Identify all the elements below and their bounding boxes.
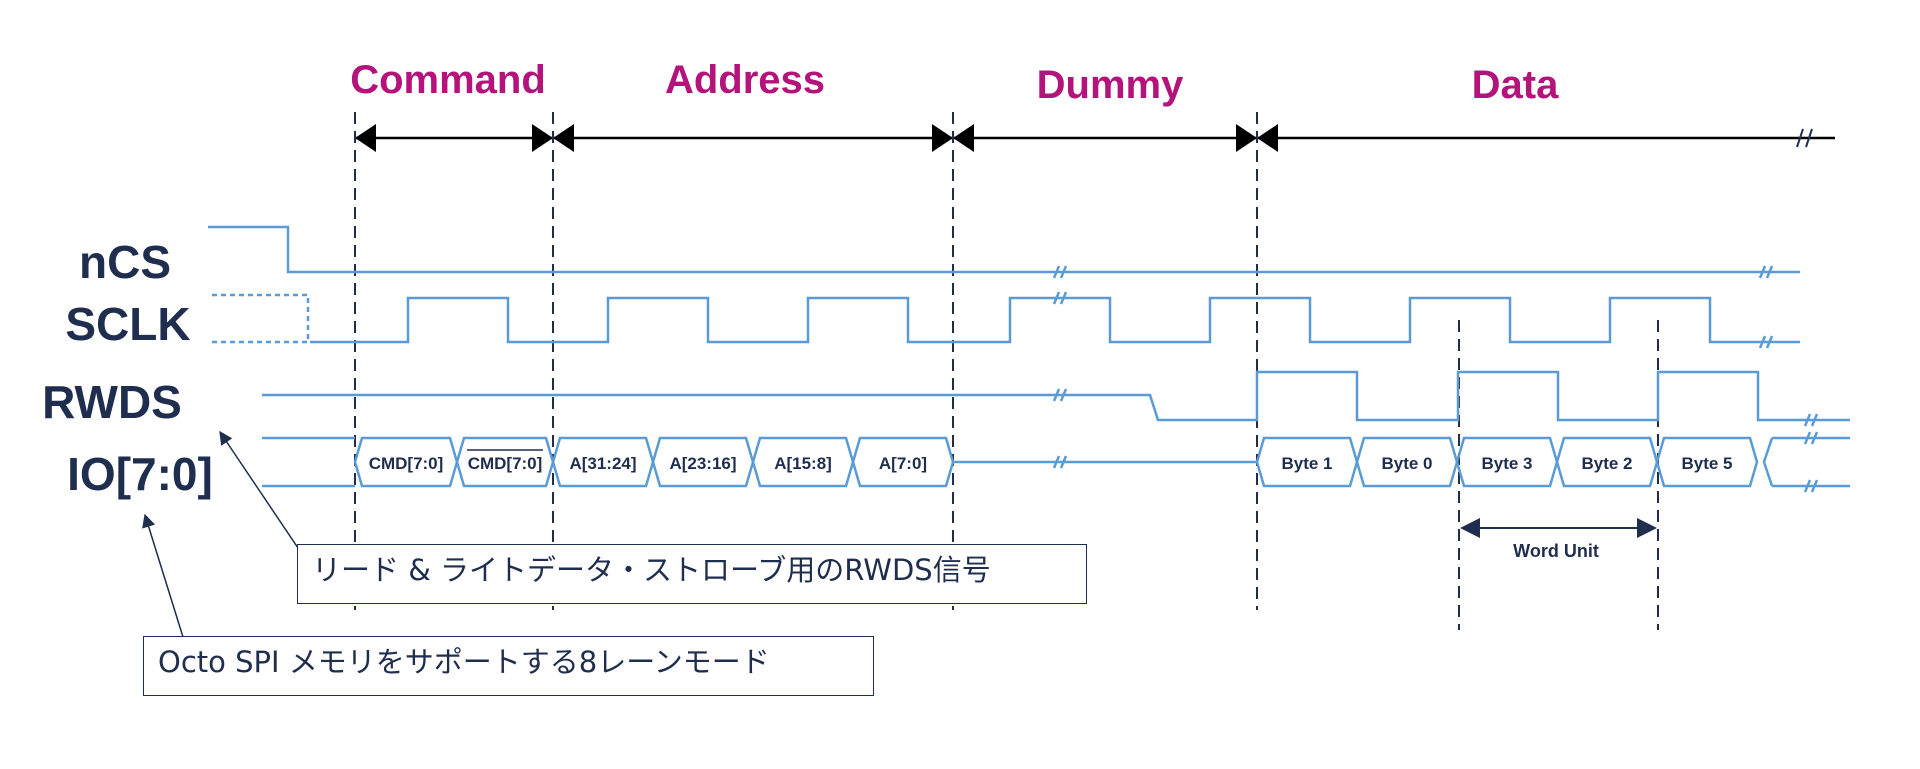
rwds-waveform bbox=[262, 370, 1850, 427]
phase-label-address: Address bbox=[665, 58, 825, 102]
io-address-15-8: A[15:8] bbox=[774, 454, 832, 473]
break-icon bbox=[1796, 128, 1813, 148]
io-cmd-inverted: CMD[7:0] bbox=[468, 454, 543, 473]
sclk-waveform bbox=[212, 291, 1800, 349]
phase-divider-lines bbox=[354, 112, 1659, 630]
io-byte-1: Byte 1 bbox=[1281, 454, 1332, 473]
phase-label-dummy: Dummy bbox=[1037, 63, 1184, 107]
octo-spi-callout-box: Octo SPI メモリをサポートする8レーンモード bbox=[143, 636, 874, 696]
io-byte-0: Byte 0 bbox=[1381, 454, 1432, 473]
io-byte-2: Byte 2 bbox=[1581, 454, 1632, 473]
signal-label-rwds: RWDS bbox=[42, 376, 182, 428]
io-byte-5: Byte 5 bbox=[1681, 454, 1732, 473]
signal-label-sclk: SCLK bbox=[65, 298, 190, 350]
io-address-23-16: A[23:16] bbox=[669, 454, 736, 473]
io-cmd: CMD[7:0] bbox=[369, 454, 444, 473]
io-byte-3: Byte 3 bbox=[1481, 454, 1532, 473]
phase-label-data: Data bbox=[1472, 63, 1559, 107]
io-bus-waveform bbox=[262, 431, 1850, 493]
phase-span-arrows bbox=[355, 124, 1835, 152]
ncs-waveform bbox=[208, 225, 1800, 279]
signal-label-ncs: nCS bbox=[79, 236, 171, 288]
io-address-31-24: A[31:24] bbox=[569, 454, 636, 473]
phase-label-command: Command bbox=[350, 58, 546, 102]
word-unit-label: Word Unit bbox=[1513, 541, 1599, 561]
io-address-7-0: A[7:0] bbox=[879, 454, 927, 473]
rwds-callout-arrow bbox=[219, 430, 299, 549]
signal-label-io: IO[7:0] bbox=[67, 448, 213, 500]
rwds-callout-box: リード & ライトデータ・ストローブ用のRWDS信号 bbox=[297, 544, 1087, 604]
io-callout-arrow bbox=[142, 513, 184, 638]
